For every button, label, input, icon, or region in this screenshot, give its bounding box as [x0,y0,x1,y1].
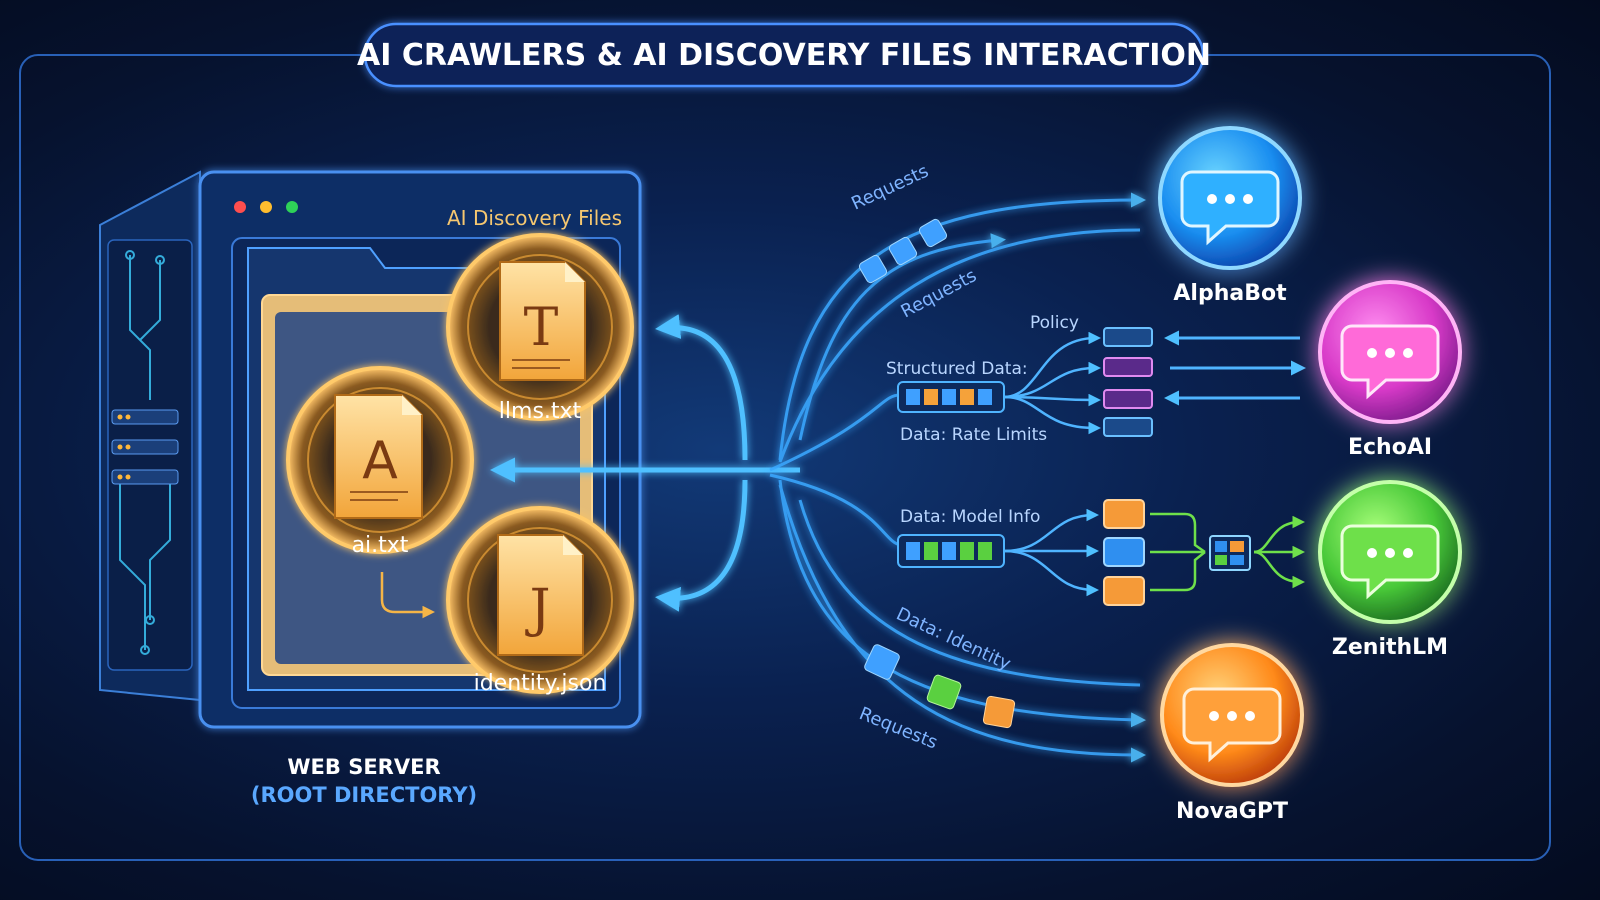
server-sublabel: (ROOT DIRECTORY) [251,783,477,807]
bot-name: ZenithLM [1332,635,1448,660]
file-name: identity.json [474,671,607,696]
structured-data-label: Structured Data: [886,359,1028,379]
data-packets [858,218,1016,729]
echo-arrows [1164,330,1306,406]
file-identity-json[interactable]: J identity.json [446,506,634,696]
web-server [99,170,201,702]
llms-return-arrow [655,314,748,461]
file-glyph: A [362,431,398,491]
requests-label-2: Requests [897,265,980,322]
chat-bubble-icon [1340,324,1440,400]
window-minimize-dot[interactable] [260,201,272,213]
file-glyph: T [524,298,559,358]
file-llms-txt[interactable]: T llms.txt [446,233,634,424]
policy-records [1103,327,1153,437]
model-info-branches [1003,508,1099,597]
chat-bubble-icon [1340,524,1440,600]
document-icon [334,394,423,519]
file-ai-txt[interactable]: A ai.txt [286,366,474,558]
structured-data-bar [897,381,1005,413]
bot-zenithlm[interactable]: ZenithLM [1318,480,1462,660]
file-name: ai.txt [352,533,409,558]
bot-alphabot[interactable]: AlphaBot [1158,126,1302,306]
bot-name: AlphaBot [1173,281,1287,306]
model-info-blocks [1103,499,1145,606]
requests-label-3: Requests [856,703,940,753]
flow-arrows [490,314,800,612]
circuit-traces [119,250,171,655]
document-icon [497,534,584,656]
window-maximize-dot[interactable] [286,201,298,213]
bot-echoai[interactable]: EchoAI [1318,280,1462,460]
policy-branches [1003,331,1101,435]
page-title: AI CRAWLERS & AI DISCOVERY FILES INTERAC… [357,38,1211,73]
browser-header-label: AI Discovery Files [447,206,622,230]
model-info-label: Data: Model Info [900,507,1040,527]
server-label: WEB SERVER [287,755,440,779]
zenith-connectors [1150,512,1305,592]
server-slots [111,409,179,485]
chat-bubble-icon [1180,170,1280,246]
document-icon [499,261,586,381]
file-link-arrow [380,572,435,619]
window-close-dot[interactable] [234,201,246,213]
bot-name: NovaGPT [1176,799,1288,824]
bot-name: EchoAI [1348,435,1432,460]
grid-hub-icon [1209,535,1251,571]
file-name: llms.txt [499,399,582,424]
rate-limits-label: Data: Rate Limits [900,425,1047,445]
chat-bubble-icon [1182,687,1282,763]
policy-label: Policy [1030,313,1079,333]
requests-label-1: Requests [848,161,932,215]
identity-return-arrow [655,479,748,612]
bot-novagpt[interactable]: NovaGPT [1160,643,1304,824]
file-glyph: J [525,579,551,639]
title-pill: AI CRAWLERS & AI DISCOVERY FILES INTERAC… [357,22,1211,88]
model-info-bar [897,534,1005,568]
